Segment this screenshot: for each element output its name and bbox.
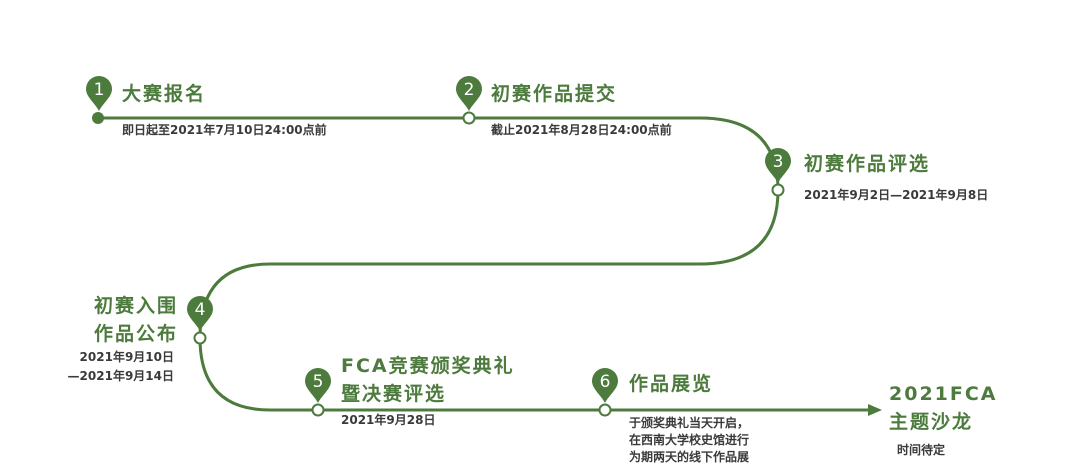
step-4-title-line-1: 初赛入围 [93,295,178,317]
step-5-title-line-2: 暨决赛评选 [341,383,447,405]
finale-title-line-2: 主题沙龙 [889,411,974,433]
finale-title-line-1: 2021FCA [889,383,998,405]
step-4-pin: 4 [186,296,214,332]
step-3-date: 2021年9月2日—2021年9月8日 [804,188,989,202]
finale-note: 时间待定 [897,443,946,457]
step-1-pin: 1 [85,76,113,112]
step-6-note-line-3: 为期两天的线下作品展 [629,450,750,464]
step-6-note-line-1: 于颁奖典礼当天开启， [629,416,750,430]
step-2-title: 初赛作品提交 [491,83,618,105]
step-3-pin: 3 [764,148,792,184]
step-1-date: 即日起至2021年7月10日24:00点前 [122,123,327,137]
step-3-title: 初赛作品评选 [804,153,931,175]
step-4-date-line-2: —2021年9月14日 [67,369,174,383]
start-dot [92,112,104,124]
step-6-number: 6 [599,372,611,392]
step-1-title: 大赛报名 [122,83,207,105]
node-5 [311,403,325,417]
step-6-pin: 6 [591,368,619,404]
step-6-note-line-2: 在西南大学校史馆进行 [629,433,750,447]
step-2-date: 截止2021年8月28日24:00点前 [491,123,672,137]
step-1-number: 1 [93,80,105,100]
node-2 [462,111,476,125]
step-6-title: 作品展览 [629,373,714,395]
step-5-pin: 5 [304,368,332,404]
arrow-head [868,404,882,416]
node-4 [193,331,207,345]
step-4-title-line-2: 作品公布 [93,323,178,345]
step-3-number: 3 [772,152,784,172]
step-5-number: 5 [312,372,324,392]
step-2-pin: 2 [455,76,483,112]
step-4-date-line-1: 2021年9月10日 [79,350,174,364]
step-5-date: 2021年9月28日 [341,413,436,427]
step-4-number: 4 [194,300,206,320]
node-6 [598,403,612,417]
step-2-number: 2 [463,80,475,100]
node-3 [771,183,785,197]
step-5-title-line-1: FCA竞赛颁奖典礼 [341,355,515,377]
